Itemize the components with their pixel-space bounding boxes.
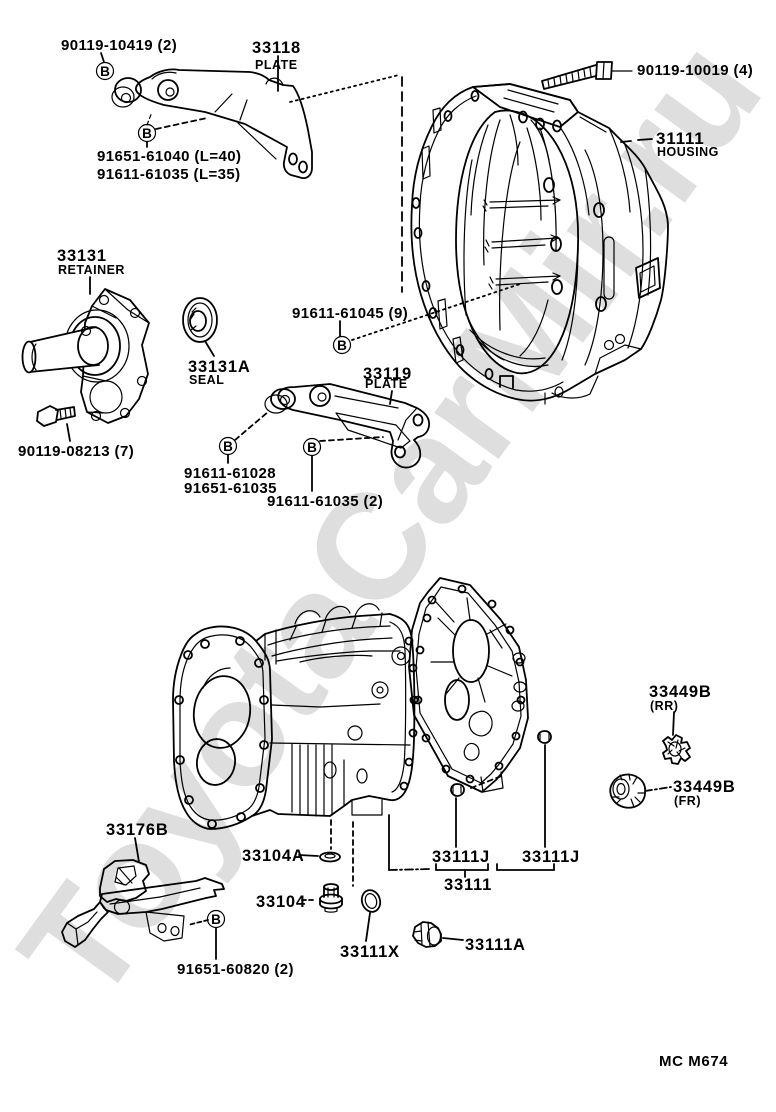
svg-text:91611-61035 (L=35): 91611-61035 (L=35)	[97, 166, 241, 183]
svg-text:33111A: 33111A	[465, 936, 526, 954]
svg-text:33176B: 33176B	[106, 821, 169, 839]
svg-text:RETAINER: RETAINER	[58, 263, 125, 277]
svg-text:33449B: 33449B	[673, 778, 736, 796]
svg-text:MC M674: MC M674	[659, 1053, 728, 1070]
svg-text:91651-61035: 91651-61035	[184, 480, 277, 497]
svg-text:33104: 33104	[256, 893, 306, 911]
svg-text:91611-61035 (2): 91611-61035 (2)	[267, 493, 383, 510]
svg-text:(FR): (FR)	[674, 794, 701, 808]
svg-text:PLATE: PLATE	[365, 377, 408, 391]
svg-text:SEAL: SEAL	[189, 373, 224, 387]
svg-text:33111J: 33111J	[522, 848, 580, 866]
svg-text:33131: 33131	[57, 247, 107, 265]
svg-text:90119-10419 (2): 90119-10419 (2)	[61, 37, 177, 54]
svg-text:B: B	[337, 338, 347, 353]
svg-text:91651-60820 (2): 91651-60820 (2)	[177, 961, 294, 978]
svg-text:33104A: 33104A	[242, 847, 305, 865]
svg-text:33111X: 33111X	[340, 943, 400, 961]
svg-text:B: B	[307, 440, 317, 455]
svg-text:33449B: 33449B	[649, 683, 712, 701]
svg-text:PLATE: PLATE	[255, 58, 298, 72]
svg-text:HOUSING: HOUSING	[657, 145, 719, 159]
svg-text:B: B	[211, 912, 221, 927]
svg-text:90119-10019 (4): 90119-10019 (4)	[637, 62, 753, 79]
svg-text:90119-08213 (7): 90119-08213 (7)	[18, 443, 134, 460]
svg-text:33118: 33118	[252, 39, 301, 57]
svg-text:(RR): (RR)	[650, 699, 678, 713]
svg-text:33111: 33111	[444, 876, 492, 894]
svg-text:B: B	[100, 64, 110, 79]
svg-text:33119: 33119	[363, 365, 412, 383]
svg-text:B: B	[142, 126, 152, 141]
svg-text:33131A: 33131A	[188, 358, 251, 376]
svg-text:33111J: 33111J	[432, 848, 490, 866]
svg-text:91611-61045 (9): 91611-61045 (9)	[292, 305, 408, 322]
svg-text:B: B	[223, 439, 233, 454]
svg-text:31111: 31111	[656, 129, 704, 148]
svg-text:91651-61040 (L=40): 91651-61040 (L=40)	[97, 148, 241, 165]
svg-text:91611-61028: 91611-61028	[184, 465, 276, 482]
